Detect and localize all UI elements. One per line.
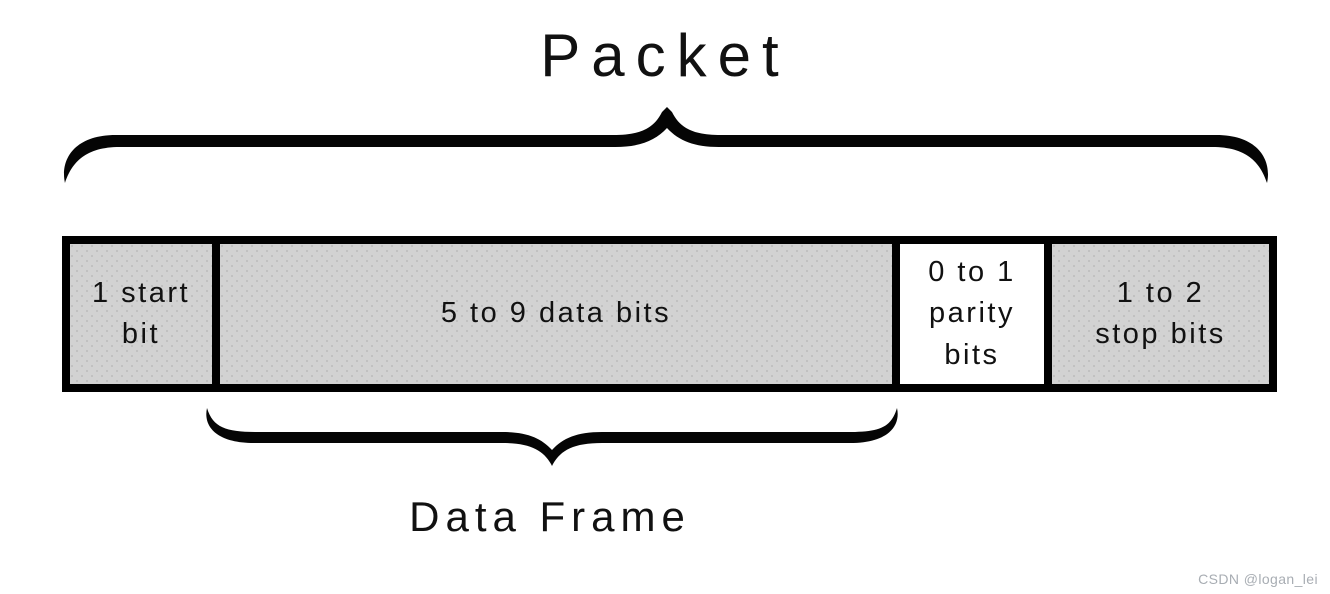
segment-stop-bits-line2: stop bits (1095, 318, 1226, 350)
watermark-text: CSDN @logan_lei (1198, 571, 1318, 587)
segment-start-bit: 1 start bit (70, 244, 212, 384)
segment-parity-bits-line3: bits (944, 338, 1000, 371)
data-frame-brace (206, 408, 898, 466)
packet-brace-path (64, 107, 1268, 183)
segment-stop-bits: 1 to 2 stop bits (1044, 244, 1269, 384)
segment-data-bits-line1: 5 to 9 data bits (440, 297, 672, 330)
data-frame-label: Data Frame (409, 493, 691, 540)
data-frame-brace-path (206, 408, 898, 466)
segment-parity-bits-line2: parity (929, 297, 1015, 330)
segment-start-bit-line2: bit (121, 318, 161, 350)
packet-brace (64, 107, 1268, 183)
segment-stop-bits-line1: 1 to 2 (1116, 276, 1205, 309)
packet-title: Packet (540, 22, 790, 89)
packet-bar: 1 start bit 5 to 9 data bits 0 to 1 pari… (62, 236, 1277, 392)
segment-parity-bits-line1: 0 to 1 (928, 256, 1016, 289)
segment-data-bits: 5 to 9 data bits (212, 244, 892, 384)
segment-start-bit-line1: 1 start (91, 276, 191, 309)
segment-parity-bits: 0 to 1 parity bits (892, 244, 1044, 384)
